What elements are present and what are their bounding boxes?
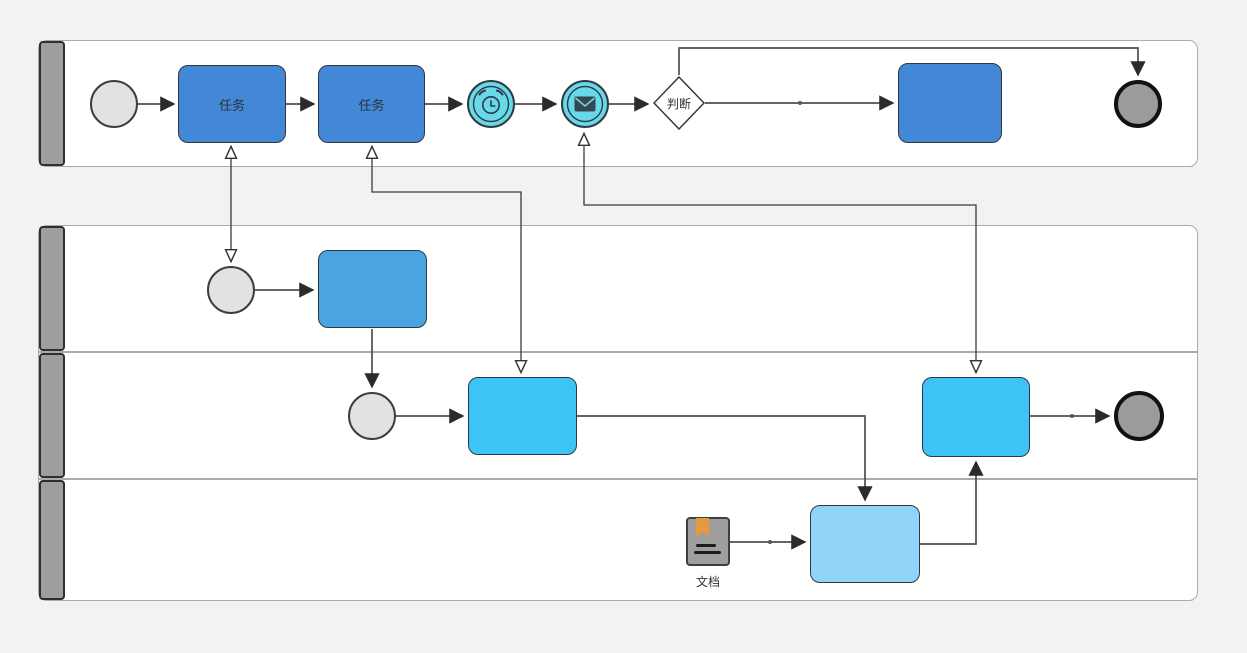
- gateway[interactable]: 判断: [652, 75, 706, 131]
- edge-task7-task6[interactable]: [920, 460, 984, 545]
- lane-3-header-bar[interactable]: [39, 353, 65, 478]
- message-event[interactable]: [561, 80, 609, 128]
- lane-1-header-bar[interactable]: [39, 41, 65, 166]
- start-event-1[interactable]: [90, 80, 138, 128]
- lane-4-header-bar[interactable]: [39, 480, 65, 600]
- task-2-label: 任务: [358, 97, 385, 113]
- task-5[interactable]: [468, 377, 577, 455]
- doc-text-line: [694, 551, 721, 554]
- task-2[interactable]: 任务: [318, 65, 425, 143]
- edge-gateway-end1[interactable]: [678, 47, 1146, 77]
- edge-task6-end2-midpoint-dot: [1070, 414, 1074, 418]
- gateway-label: 判断: [666, 96, 691, 111]
- assoc-message-task6[interactable]: [584, 134, 976, 372]
- doc-text-line: [696, 544, 716, 547]
- task-1[interactable]: 任务: [178, 65, 286, 143]
- task-1-label: 任务: [218, 97, 245, 113]
- task-3[interactable]: [898, 63, 1002, 143]
- lane-2-header-bar[interactable]: [39, 226, 65, 351]
- bell-right-icon: [495, 89, 504, 96]
- start-event-3[interactable]: [348, 392, 396, 440]
- document[interactable]: 文档: [686, 517, 730, 589]
- edge-gateway-task3-midpoint-dot: [798, 101, 802, 105]
- message-envelope-icon: [566, 85, 604, 123]
- bookmark-icon: [696, 518, 709, 537]
- end-event-1[interactable]: [1114, 80, 1162, 128]
- document-label: 文档: [695, 575, 721, 589]
- assoc-task2-task5[interactable]: [372, 147, 521, 372]
- timer-clock-icon: [472, 85, 510, 123]
- task-7[interactable]: [810, 505, 920, 583]
- edge-task5-task7[interactable]: [577, 415, 873, 502]
- gateway-diamond-icon: [652, 75, 706, 131]
- timer-event[interactable]: [467, 80, 515, 128]
- task-6[interactable]: [922, 377, 1030, 457]
- end-event-2[interactable]: [1114, 391, 1164, 441]
- start-event-2[interactable]: [207, 266, 255, 314]
- edge-doc-task7-midpoint-dot: [768, 540, 772, 544]
- lane-4: [38, 479, 1198, 601]
- bell-left-icon: [478, 89, 487, 96]
- task-4[interactable]: [318, 250, 427, 328]
